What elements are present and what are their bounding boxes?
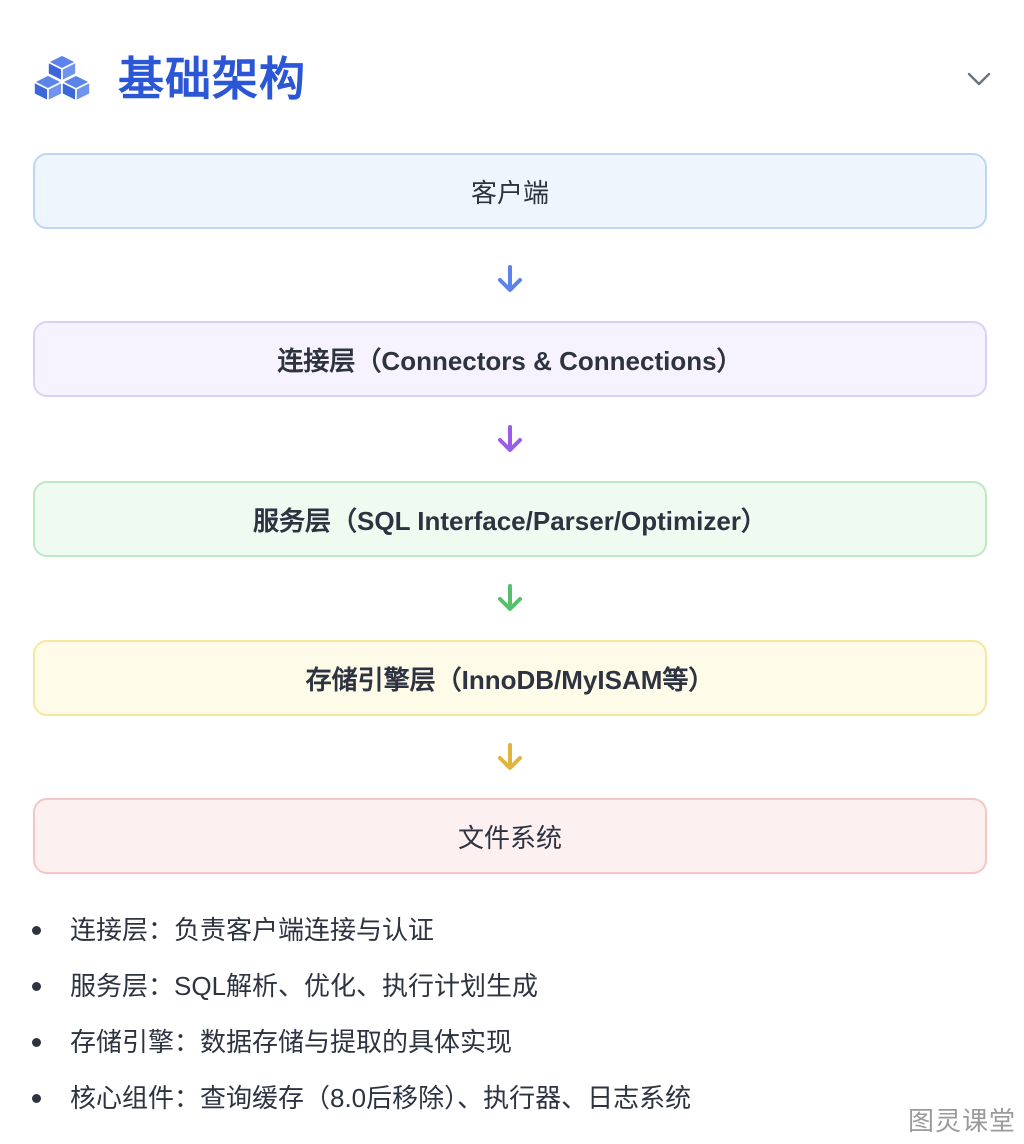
arrow-down-icon <box>498 743 522 770</box>
chevron-down-icon <box>967 72 991 86</box>
list-item-text: 核心组件：查询缓存（8.0后移除）、执行器、日志系统 <box>70 1083 692 1113</box>
arrow-down-icon <box>498 425 522 452</box>
layer-storage-engine: 存储引擎层（InnoDB/MyISAM等） <box>33 640 987 716</box>
layer-client: 客户端 <box>33 153 987 229</box>
section-header: 基础架构 <box>32 44 996 114</box>
layer-service: 服务层（SQL Interface/Parser/Optimizer） <box>33 481 987 557</box>
bullet-dot <box>32 1094 41 1103</box>
bullet-dot <box>32 1038 41 1047</box>
bullet-dot <box>32 926 41 935</box>
list-item: 服务层：SQL解析、优化、执行计划生成 <box>30 958 691 1014</box>
notes-list: 连接层：负责客户端连接与认证 服务层：SQL解析、优化、执行计划生成 存储引擎：… <box>30 902 691 1126</box>
cubes-icon <box>33 54 91 102</box>
layer-file-system: 文件系统 <box>33 798 987 874</box>
watermark: 图灵课堂 <box>907 1106 1016 1136</box>
list-item: 连接层：负责客户端连接与认证 <box>30 902 691 958</box>
list-item-text: 存储引擎：数据存储与提取的具体实现 <box>70 1027 513 1057</box>
arrow-down-icon <box>498 265 522 292</box>
list-item-text: 服务层：SQL解析、优化、执行计划生成 <box>70 971 539 1001</box>
arrow-down-icon <box>498 584 522 611</box>
list-item-text: 连接层：负责客户端连接与认证 <box>70 915 435 945</box>
bullet-dot <box>32 982 41 991</box>
collapse-button[interactable] <box>962 62 996 96</box>
list-item: 存储引擎：数据存储与提取的具体实现 <box>30 1014 691 1070</box>
layer-connection: 连接层（Connectors & Connections） <box>33 321 987 397</box>
list-item: 核心组件：查询缓存（8.0后移除）、执行器、日志系统 <box>30 1070 691 1126</box>
page-title: 基础架构 <box>118 53 306 105</box>
